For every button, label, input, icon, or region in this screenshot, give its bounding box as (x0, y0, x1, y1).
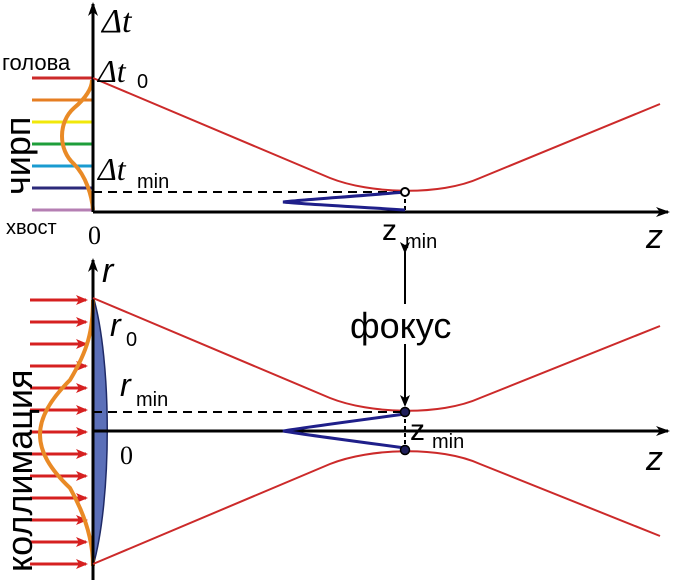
top-zmin-sub: min (405, 231, 437, 253)
collimation-label: коллимация (0, 370, 40, 573)
pulse-envelope (60, 79, 95, 211)
r-axis-label: r (102, 252, 115, 290)
dtmin-sub: min (137, 171, 169, 193)
tail-label: хвост (6, 217, 57, 239)
duration-curve (92, 77, 661, 192)
beam-profile (38, 299, 95, 567)
bottom-origin-label: 0 (120, 441, 133, 470)
focus-label-bg (348, 304, 468, 344)
top-z-axis-label: z (645, 218, 663, 256)
waist-point-upper (399, 406, 411, 418)
waist-point-lower (399, 444, 411, 456)
bottom-z-axis-label: z (645, 440, 663, 478)
bottom-zmin-sub: min (432, 431, 464, 453)
dt0-label: Δt (96, 53, 127, 89)
bottom-panel: r r 0 r min 0 z min z коллимация (0, 252, 670, 580)
focus-point-top (400, 187, 410, 197)
top-origin-label: 0 (88, 221, 101, 250)
head-label: голова (2, 50, 71, 75)
top-panel: Δt Δt 0 Δt min голова хвост чирп 0 z min… (0, 2, 670, 256)
chirp-lines (32, 76, 92, 212)
r0-sub: 0 (126, 329, 137, 351)
focused-profile (282, 412, 406, 450)
dt-axis-label: Δt (100, 3, 133, 40)
chirp-label: чирп (0, 117, 38, 195)
rmin-sub: min (136, 389, 168, 411)
focus-label: фокус (350, 305, 451, 346)
bottom-zmin-label: z (410, 414, 425, 447)
rmin-label: r (120, 367, 132, 403)
beam-lower (92, 450, 661, 565)
dtmin-label: Δt (96, 151, 127, 187)
top-zmin-label: z (382, 214, 397, 247)
r0-label: r (110, 307, 122, 343)
compressed-pulse (282, 190, 406, 212)
dt0-sub: 0 (137, 71, 148, 93)
